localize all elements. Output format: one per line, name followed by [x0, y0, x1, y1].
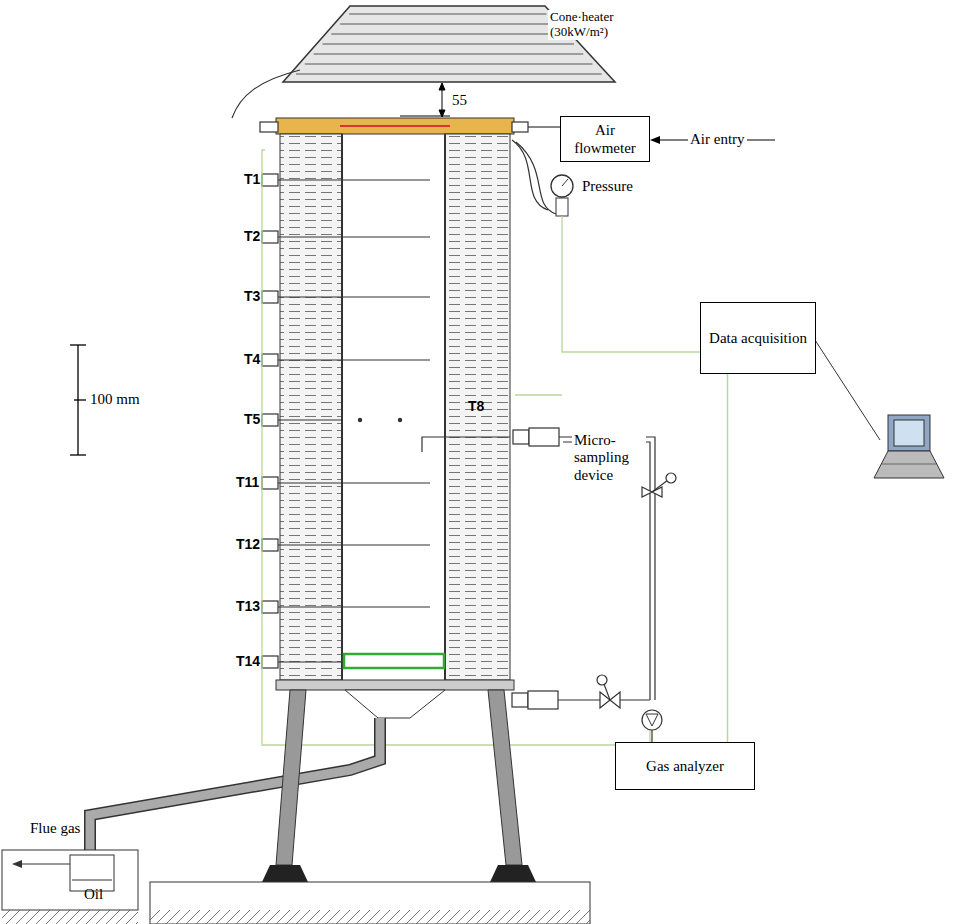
label-text: T14 [236, 653, 260, 669]
signal-wire [727, 374, 729, 742]
box-text: Data acquisition [709, 329, 807, 347]
insulation-wall [445, 134, 510, 680]
label-text: Pressure [582, 178, 633, 194]
label: Flue gas [30, 820, 80, 837]
label-text: 55 [452, 92, 467, 108]
signal-wire [262, 150, 740, 745]
pressure-gauge [551, 175, 573, 197]
bottom-plate [276, 680, 514, 690]
label: Oil [84, 886, 103, 903]
label: Micro- sampling device [572, 432, 646, 484]
label: T5 [244, 411, 260, 427]
oil-trap [2, 850, 138, 910]
scale-bar [70, 345, 86, 455]
air-inlet [260, 122, 560, 132]
cone-heater [283, 6, 615, 82]
label: T14 [236, 653, 260, 669]
insulation-wall [280, 134, 342, 680]
label: Pressure [580, 178, 635, 195]
label-text: Flue gas [30, 820, 80, 836]
process-box: Air flowmeter [560, 116, 650, 162]
igniter [340, 125, 450, 127]
label-text: T2 [244, 228, 260, 244]
label-text: Air entry [690, 131, 745, 147]
label: 100 mm [90, 391, 140, 408]
sample-holder [344, 654, 444, 668]
label-text: T11 [236, 474, 259, 490]
label-text: Cone·heater (30kW/m²) [550, 9, 614, 39]
label-text: T4 [244, 351, 260, 367]
label: 55 [450, 92, 469, 109]
thermocouples [262, 174, 430, 668]
label: T2 [244, 228, 260, 244]
valve [597, 473, 676, 708]
heater-cable [232, 70, 300, 118]
label-text: Oil [84, 886, 103, 902]
box-text: Air flowmeter [569, 121, 641, 157]
label: T1 [244, 171, 260, 187]
leg [488, 690, 522, 865]
process-box: Data acquisition [700, 302, 816, 374]
sampling-line [422, 428, 662, 742]
label-text: T1 [244, 171, 260, 187]
label: T3 [244, 288, 260, 304]
process-box: Gas analyzer [615, 742, 755, 790]
base [150, 882, 590, 924]
label-text: T13 [236, 598, 260, 614]
label: T12 [236, 536, 260, 552]
top-plate [276, 118, 514, 134]
label-text: T5 [244, 411, 260, 427]
label-text: T8 [468, 398, 484, 414]
label: T11 [236, 474, 259, 490]
label-text: Micro- sampling device [574, 432, 629, 483]
box-text: Gas analyzer [646, 757, 724, 775]
label-text: T12 [236, 536, 260, 552]
label: T13 [236, 598, 260, 614]
label: T4 [244, 351, 260, 367]
funnel [345, 690, 445, 718]
laptop [874, 415, 944, 478]
label: Cone·heater (30kW/m²) [548, 10, 630, 40]
label: Air entry [688, 131, 747, 148]
label-text: T3 [244, 288, 260, 304]
label-text: 100 mm [90, 391, 140, 407]
leg [276, 690, 306, 865]
label: T8 [468, 398, 484, 414]
